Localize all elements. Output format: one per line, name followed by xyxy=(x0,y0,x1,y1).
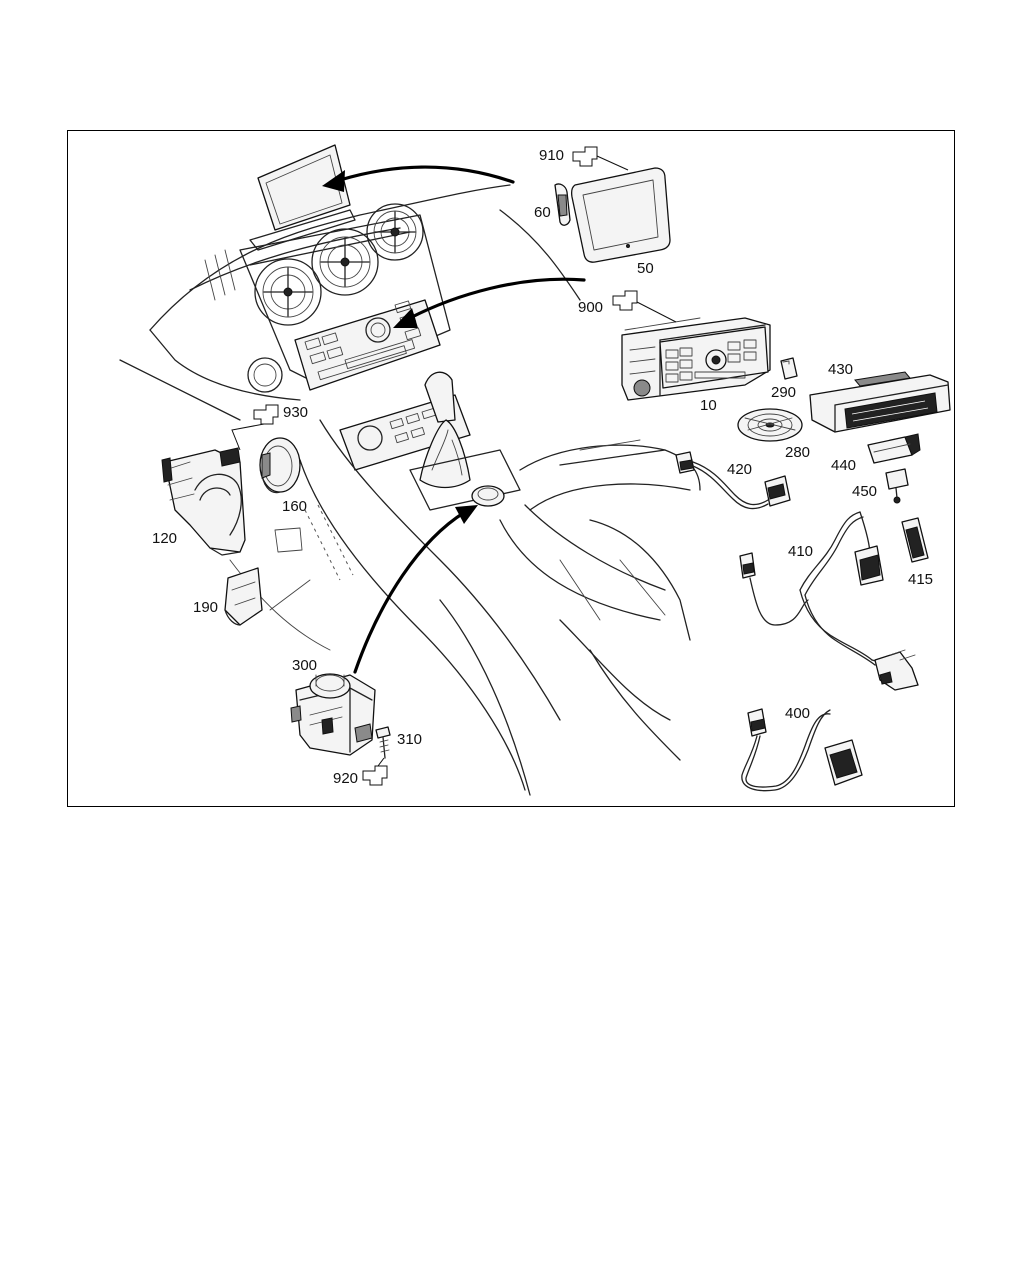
callout-920: 920 xyxy=(333,770,358,787)
callout-440: 440 xyxy=(831,457,856,474)
diagram-frame xyxy=(67,130,955,807)
callout-280: 280 xyxy=(785,444,810,461)
callout-60: 60 xyxy=(534,204,551,221)
light-switch-knob xyxy=(247,357,283,393)
tag-900 xyxy=(612,290,677,323)
housing-120 xyxy=(161,447,246,556)
air-vent-right xyxy=(366,203,424,261)
callout-50: 50 xyxy=(637,260,654,277)
media-interface-430 xyxy=(809,371,951,433)
display-unit-50 xyxy=(570,167,671,263)
callout-415: 415 xyxy=(908,571,933,588)
tag-930 xyxy=(231,404,279,451)
callout-120: 120 xyxy=(152,530,177,547)
sd-card-290 xyxy=(780,357,798,380)
tag-920 xyxy=(362,757,388,786)
bracket-415 xyxy=(901,517,929,563)
duct-190 xyxy=(224,567,263,626)
controller-300 xyxy=(290,673,376,756)
installation-arrows xyxy=(322,165,586,674)
dashboard-display-installed xyxy=(249,144,356,251)
air-vent-left xyxy=(254,258,322,326)
callout-420: 420 xyxy=(727,461,752,478)
disc-280 xyxy=(737,408,803,442)
harness-410 xyxy=(739,511,919,691)
callout-290: 290 xyxy=(771,384,796,401)
callout-190: 190 xyxy=(193,599,218,616)
callout-930: 930 xyxy=(283,404,308,421)
callout-300: 300 xyxy=(292,657,317,674)
cable-400 xyxy=(741,708,863,792)
plug-450 xyxy=(885,468,909,504)
cable-420 xyxy=(675,451,791,510)
callout-400: 400 xyxy=(785,705,810,722)
callout-310: 310 xyxy=(397,731,422,748)
air-vent-center xyxy=(311,228,379,296)
callout-labels: 910 60 50 900 10 290 430 280 930 160 120… xyxy=(152,147,933,787)
gear-shifter xyxy=(409,371,521,511)
tag-910 xyxy=(572,146,629,171)
callout-900: 900 xyxy=(578,299,603,316)
callout-430: 430 xyxy=(828,361,853,378)
radio-head-unit-10 xyxy=(621,317,771,401)
callout-450: 450 xyxy=(852,483,877,500)
connector-440 xyxy=(867,433,921,464)
callout-410: 410 xyxy=(788,543,813,560)
screw-310 xyxy=(375,726,391,759)
callout-10: 10 xyxy=(700,397,717,414)
controller-installed xyxy=(471,485,505,507)
trim-part-60 xyxy=(554,183,571,226)
callout-910: 910 xyxy=(539,147,564,164)
callout-160: 160 xyxy=(282,498,307,515)
cover-160 xyxy=(259,437,301,494)
